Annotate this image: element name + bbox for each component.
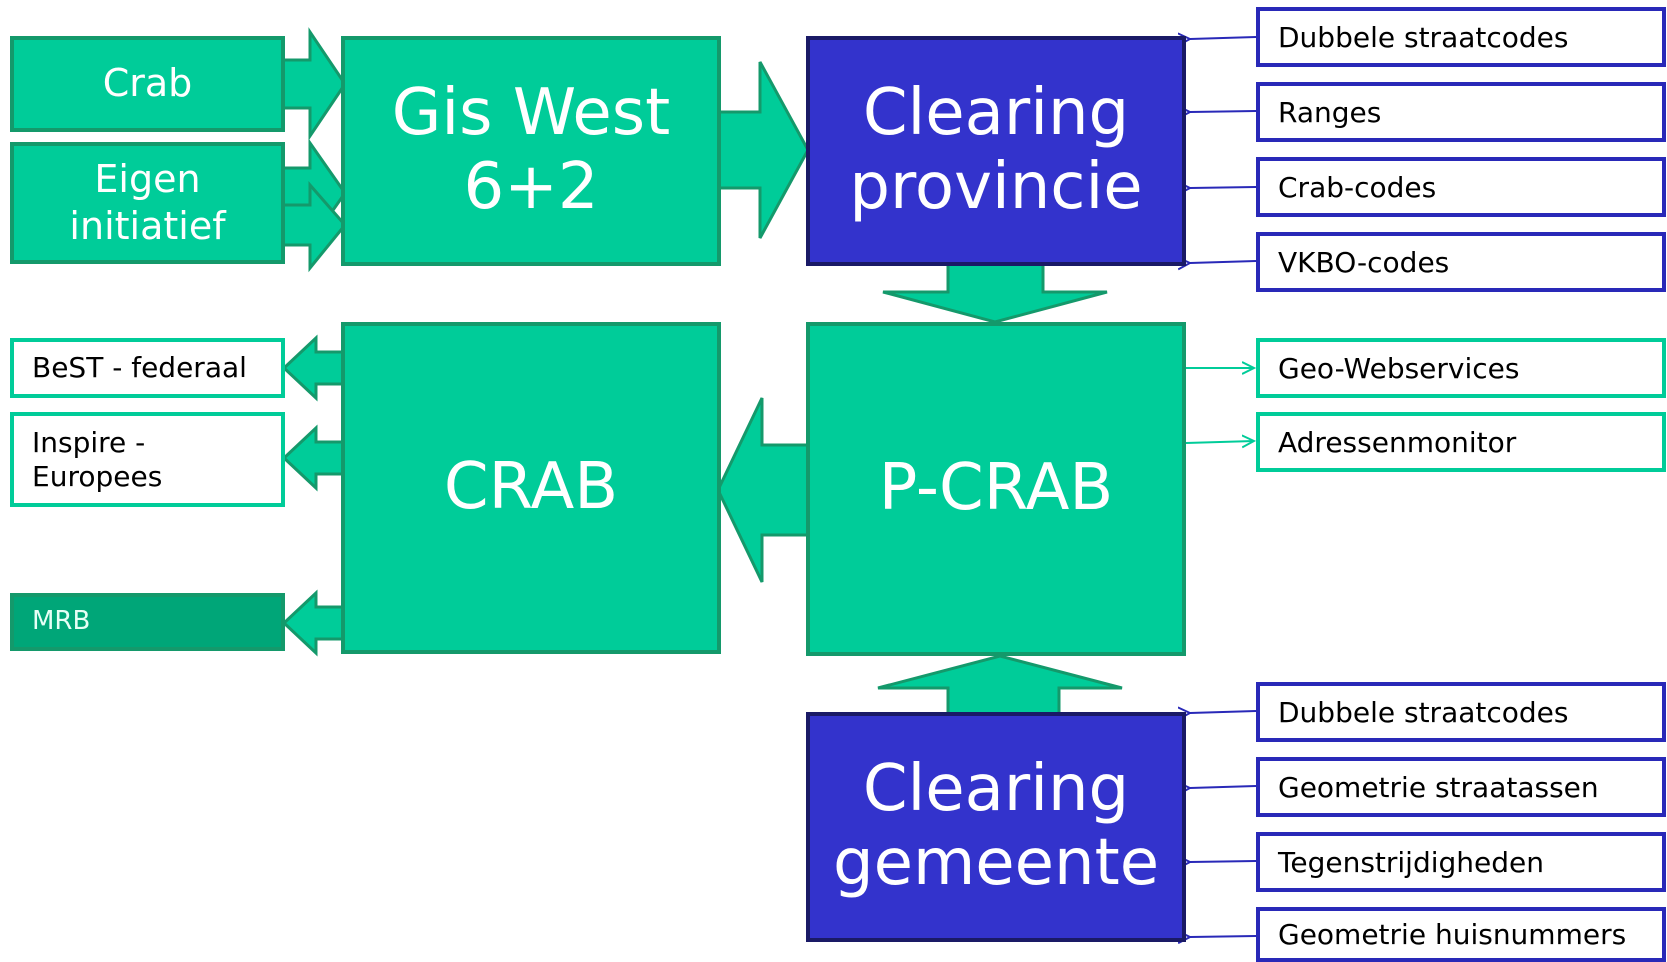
output-inspire: Inspire - Europees: [10, 412, 285, 507]
source-crab: Crab: [10, 36, 285, 132]
connector-prov-3: [1190, 187, 1257, 188]
gemeente-check-dubbele-straatcodes: Dubbele straatcodes: [1256, 682, 1666, 742]
arrow-crab-to-gis: [281, 27, 347, 141]
connector-gem-3: [1190, 861, 1257, 862]
provincie-check-crab-codes: Crab-codes: [1256, 157, 1666, 217]
service-adressenmonitor: Adressenmonitor: [1256, 412, 1666, 472]
provincie-check-dubbele-straatcodes: Dubbele straatcodes: [1256, 7, 1666, 67]
node-gis-west: Gis West 6+2: [341, 36, 721, 266]
service-geo-webservices: Geo-Webservices: [1256, 338, 1666, 398]
gemeente-check-geometrie-huisnummers: Geometrie huisnummers: [1256, 907, 1666, 962]
provincie-check-ranges: Ranges: [1256, 82, 1666, 142]
arrow-crab-to-best: [281, 334, 347, 402]
connector-prov-1: [1190, 37, 1257, 39]
arrow-pcrab-to-crab: [716, 397, 810, 583]
arrow-crab-to-inspire: [281, 424, 347, 492]
connector-prov-4: [1190, 261, 1257, 263]
arrow-clearing-to-pcrab: [882, 262, 1108, 324]
node-p-crab: P-CRAB: [806, 322, 1186, 656]
source-eigen-initiatief: Eigen initiatief: [10, 142, 285, 264]
arrow-gemeente-to-pcrab: [877, 654, 1123, 720]
connector-gem-4: [1190, 936, 1257, 937]
gemeente-check-geometrie-straatassen: Geometrie straatassen: [1256, 757, 1666, 817]
connector-prov-2: [1190, 111, 1257, 112]
connector-gem-1: [1190, 711, 1257, 713]
connector-gem-2: [1190, 786, 1257, 788]
output-best: BeST - federaal: [10, 338, 285, 398]
output-mrb: MRB: [10, 593, 285, 651]
node-crab: CRAB: [341, 322, 721, 654]
node-clearing-provincie: Clearing provincie: [806, 36, 1186, 266]
arrow-gis-to-clearing: [716, 61, 810, 239]
gemeente-check-tegenstrijdigheden: Tegenstrijdigheden: [1256, 832, 1666, 892]
provincie-check-vkbo-codes: VKBO-codes: [1256, 232, 1666, 292]
node-clearing-gemeente: Clearing gemeente: [806, 712, 1186, 942]
connector-service-2: [1185, 441, 1254, 443]
arrow-eigen-to-gis-2: [281, 181, 347, 273]
arrow-crab-to-mrb: [281, 589, 347, 657]
